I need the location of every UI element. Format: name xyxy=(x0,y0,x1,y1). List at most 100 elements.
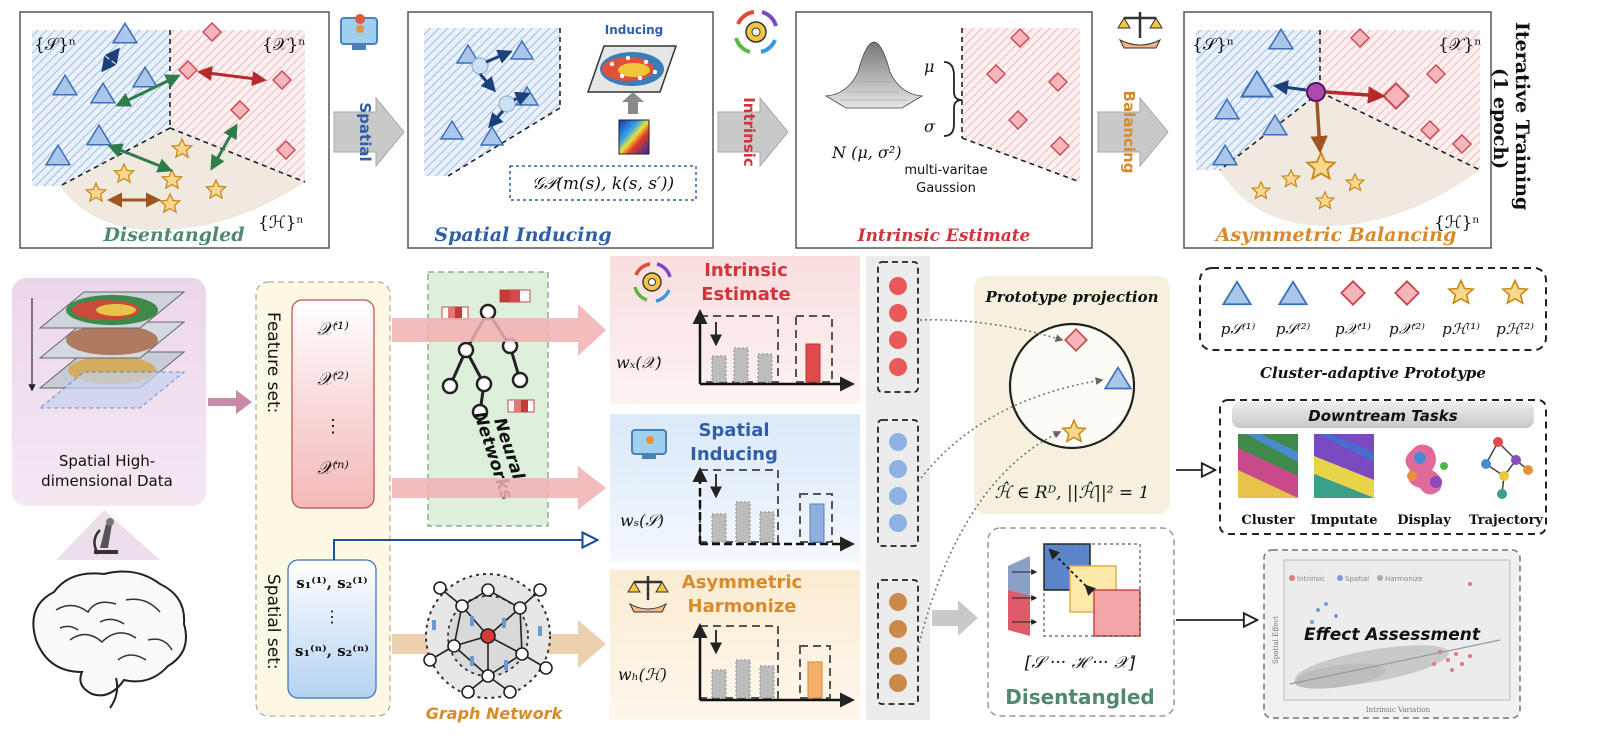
prototype-legend: p𝒮⁽¹⁾ p𝒮⁽²⁾ p𝒳⁽¹⁾ p𝒳⁽²⁾ pℋ⁽¹⁾ pℋ⁽²⁾ xyxy=(1199,267,1547,351)
microscope-icon xyxy=(93,518,118,555)
branch-title2: Harmonize xyxy=(688,596,797,617)
task-label: Display xyxy=(1397,513,1451,528)
embedding-dot xyxy=(889,358,907,376)
branch-intrinsic: Intrinsic Estimate wₓ(𝒳) xyxy=(610,256,860,404)
prototype-formula: ℋ̂ ∈ Rᴰ, ||ℋ̂||² = 1 xyxy=(995,481,1150,503)
label-balancing: Balancing xyxy=(1120,91,1138,174)
panel-asymmetric-balancing: {𝒮}ⁿ {𝒳}ⁿ {ℋ}ⁿ Asymmetric Balancing xyxy=(1183,11,1492,249)
matrix-outline xyxy=(1043,543,1141,637)
label-S-set: {𝒮}ⁿ xyxy=(1192,35,1234,55)
arrow xyxy=(115,74,181,107)
inducing-point xyxy=(498,95,516,113)
data-label-line2: dimensional Data xyxy=(41,472,173,490)
label-X-set: {𝒳}ⁿ xyxy=(262,35,306,55)
spatial-dots: ⋮ xyxy=(324,607,340,626)
graph-network-label: Graph Network xyxy=(426,704,564,723)
branch-title2: Estimate xyxy=(701,284,791,305)
prototype-title: Prototype projection xyxy=(984,288,1158,306)
gp-formula: 𝒢𝒫(m(s), k(s, s′)) xyxy=(532,174,674,194)
label-S-set: {𝒮}ⁿ xyxy=(34,35,76,55)
panel-caption: Disentangled xyxy=(102,224,244,246)
bar xyxy=(711,669,727,699)
data-label-line1: Spatial High- xyxy=(59,452,155,470)
brace xyxy=(943,61,963,137)
panel-disentangled: {𝒮}ⁿ {𝒳}ⁿ {ℋ}ⁿ Disentangled xyxy=(19,11,330,249)
kernel-heatmap xyxy=(618,119,650,155)
embedding-dot xyxy=(889,304,907,322)
scale-icon xyxy=(1117,12,1163,49)
embedding-box xyxy=(877,579,919,705)
branch-weight: wₛ(𝒮) xyxy=(620,511,664,530)
arrow xyxy=(513,91,531,106)
task-label: Imputate xyxy=(1310,513,1377,528)
cycle-icon xyxy=(734,10,778,54)
prototype-projection: Prototype projection ℋ̂ ∈ Rᴰ, ||ℋ̂||² = … xyxy=(917,276,1170,649)
epoch-label: (1 epoch) xyxy=(1489,68,1511,169)
branch-title1: Asymmetric xyxy=(682,572,802,593)
gauss-line2: Gaussion xyxy=(916,181,976,196)
spatial-flow-arrow xyxy=(333,540,596,560)
feature-item: 𝒳⁽¹⁾ xyxy=(317,319,349,340)
legend-label: pℋ⁽¹⁾ xyxy=(1442,320,1480,338)
disentangled-block: [𝒮 ··· ℋ ··· 𝒳] Disentangled xyxy=(987,527,1175,717)
arrow xyxy=(1325,86,1386,104)
embedding-dot xyxy=(889,433,907,451)
effect-title: Effect Assessment xyxy=(1304,625,1481,645)
diagonal-arrow xyxy=(1048,548,1096,596)
downstream-title: Downtream Tasks xyxy=(1308,407,1457,425)
arrow xyxy=(485,49,513,64)
label-intrinsic: Intrinsic xyxy=(740,97,758,167)
bar xyxy=(807,661,823,699)
embedding-dot xyxy=(889,460,907,478)
divider xyxy=(1319,91,1481,171)
tissue-slice-image xyxy=(586,45,678,93)
bar xyxy=(733,347,749,383)
legend-label: p𝒳⁽²⁾ xyxy=(1389,320,1425,338)
effect-ylabel: Spatial Effect xyxy=(1272,616,1280,664)
branch-title1: Intrinsic xyxy=(704,260,788,281)
branch-spatial: Spatial Inducing wₛ(𝒮) xyxy=(610,414,860,562)
legend-label: p𝒮⁽¹⁾ xyxy=(1221,320,1256,338)
spatial-set-box xyxy=(287,559,377,699)
branch-asymmetric: Asymmetric Harmonize wₕ(ℋ) xyxy=(610,570,860,720)
display-thumbnail xyxy=(1405,444,1448,495)
feature-set-box xyxy=(291,299,375,509)
scale-icon xyxy=(627,576,669,613)
feature-item: 𝒳⁽ⁿ⁾ xyxy=(317,458,349,479)
disentangled-caption: Disentangled xyxy=(1005,685,1155,709)
effect-legend: Harmonize xyxy=(1385,575,1423,583)
balance-center xyxy=(1306,82,1326,102)
cluster-thumbnail xyxy=(1238,434,1298,498)
up-arrow xyxy=(628,100,638,114)
iterative-training-label: Iterative Training xyxy=(1511,22,1533,210)
effect-legend: Intrinsic xyxy=(1297,575,1325,583)
label-H-set: {ℋ}ⁿ xyxy=(258,213,304,233)
encoder-shape xyxy=(1008,590,1030,636)
branch-title2: Inducing xyxy=(690,444,778,465)
embedding-dot xyxy=(889,514,907,532)
embedding-dot xyxy=(889,593,907,611)
feature-set-label: Feature set: xyxy=(263,312,283,413)
embedding-dot xyxy=(889,674,907,692)
feature-item: 𝒳⁽²⁾ xyxy=(317,369,349,390)
inducing-label: Inducing xyxy=(605,23,664,37)
arrow xyxy=(197,66,267,86)
transition-arrow-spatial: Spatial xyxy=(333,96,405,168)
gaussian-surface xyxy=(824,41,924,109)
arrow xyxy=(101,47,120,73)
projection-arrow xyxy=(919,319,1064,342)
arrow xyxy=(478,73,496,93)
cycle-icon xyxy=(633,262,672,303)
disentangled-formula: [𝒮 ··· ℋ ··· 𝒳] xyxy=(1025,653,1136,673)
projection-arrow xyxy=(917,377,1104,483)
downstream-tasks: Downtream Tasks xyxy=(1219,399,1547,535)
bar xyxy=(711,513,727,543)
sigma-symbol: σ xyxy=(924,117,936,136)
intrinsic-block xyxy=(1093,589,1141,637)
legend-label: pℋ⁽²⁾ xyxy=(1496,320,1534,338)
task-label: Trajectory xyxy=(1469,513,1543,528)
normal-formula: N (μ, σ²) xyxy=(831,143,901,162)
region-intrinsic xyxy=(962,28,1080,182)
label-H-set: {ℋ}ⁿ xyxy=(1434,213,1480,233)
input-arrow xyxy=(208,390,252,414)
